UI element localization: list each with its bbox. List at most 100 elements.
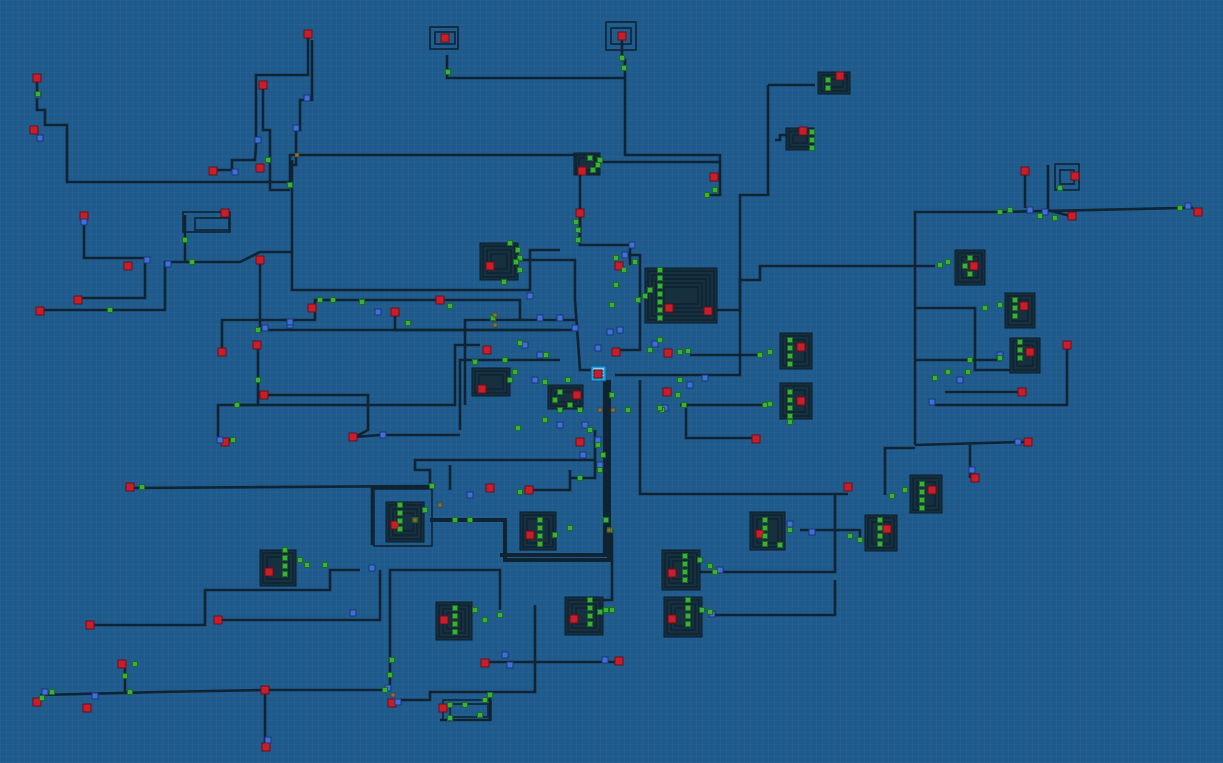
port-icon[interactable] — [600, 452, 606, 458]
port-icon[interactable] — [447, 702, 453, 708]
port-icon[interactable] — [657, 307, 663, 313]
port-icon[interactable] — [787, 419, 793, 425]
port-icon[interactable] — [587, 621, 593, 627]
logic-block-h[interactable] — [779, 332, 813, 370]
port-icon[interactable] — [787, 345, 793, 351]
port-icon[interactable] — [945, 259, 951, 265]
port-icon[interactable] — [472, 607, 478, 613]
port-icon[interactable] — [677, 377, 683, 383]
connector-icon[interactable] — [216, 436, 224, 444]
connector-icon[interactable] — [379, 431, 387, 439]
connector-icon[interactable] — [556, 314, 564, 322]
connector-icon[interactable] — [164, 260, 172, 268]
terminal-icon[interactable] — [575, 437, 585, 447]
port-icon[interactable] — [575, 237, 581, 243]
connector-icon[interactable] — [536, 351, 544, 359]
port-icon[interactable] — [517, 255, 523, 261]
port-icon[interactable] — [577, 475, 583, 481]
port-icon[interactable] — [681, 402, 687, 408]
port-icon[interactable] — [657, 275, 663, 281]
port-icon[interactable] — [537, 541, 543, 547]
connector-icon[interactable] — [303, 94, 311, 102]
port-icon[interactable] — [967, 255, 973, 261]
connector-icon[interactable] — [808, 528, 816, 536]
port-icon[interactable] — [587, 605, 593, 611]
connector-icon[interactable] — [264, 736, 272, 744]
port-icon[interactable] — [322, 562, 328, 568]
port-icon[interactable] — [1012, 313, 1018, 319]
terminal-icon[interactable] — [572, 390, 582, 400]
port-icon[interactable] — [389, 657, 395, 663]
port-icon[interactable] — [657, 405, 663, 411]
terminal-icon[interactable] — [439, 615, 449, 625]
connector-icon[interactable] — [531, 376, 539, 384]
connector-icon[interactable] — [374, 308, 382, 316]
port-icon[interactable] — [682, 553, 688, 559]
port-icon[interactable] — [762, 533, 768, 539]
port-icon[interactable] — [537, 517, 543, 523]
connector-icon[interactable] — [594, 344, 602, 352]
port-icon[interactable] — [787, 389, 793, 395]
port-icon[interactable] — [762, 541, 768, 547]
port-icon[interactable] — [767, 349, 773, 355]
port-icon[interactable] — [482, 697, 488, 703]
wire-trunk-vertical[interactable] — [430, 380, 611, 562]
port-icon[interactable] — [282, 547, 288, 553]
terminal-icon[interactable] — [261, 742, 271, 752]
port-icon[interactable] — [507, 240, 513, 246]
port-icon[interactable] — [625, 407, 631, 413]
terminal-icon[interactable] — [709, 172, 719, 182]
port-icon[interactable] — [767, 401, 773, 407]
port-icon[interactable] — [642, 293, 648, 299]
terminal-icon[interactable] — [662, 387, 672, 397]
port-icon[interactable] — [567, 402, 573, 408]
connector-icon[interactable] — [701, 374, 709, 382]
port-icon[interactable] — [613, 282, 619, 288]
port-icon[interactable] — [515, 425, 521, 431]
port-icon[interactable] — [712, 187, 718, 193]
port-icon[interactable] — [632, 259, 638, 265]
terminal-icon[interactable] — [123, 261, 133, 271]
terminal-icon[interactable] — [798, 126, 808, 136]
connector-icon[interactable] — [286, 318, 294, 326]
terminal-icon[interactable] — [614, 656, 624, 666]
port-icon[interactable] — [967, 357, 973, 363]
port-icon[interactable] — [557, 407, 563, 413]
port-icon[interactable] — [877, 517, 883, 523]
port-icon[interactable] — [889, 493, 895, 499]
connector-icon[interactable] — [606, 328, 614, 336]
port-icon[interactable] — [1037, 213, 1043, 219]
port-icon[interactable] — [447, 715, 453, 721]
port-icon[interactable] — [452, 517, 458, 523]
port-icon[interactable] — [1057, 185, 1063, 191]
port-icon[interactable] — [397, 518, 403, 524]
terminal-icon[interactable] — [969, 261, 979, 271]
port-icon[interactable] — [647, 347, 653, 353]
terminal-icon[interactable] — [260, 685, 270, 695]
connector-icon[interactable] — [143, 256, 151, 264]
connector-icon[interactable] — [261, 324, 269, 332]
port-icon[interactable] — [447, 303, 453, 309]
port-icon[interactable] — [609, 392, 615, 398]
port-icon[interactable] — [512, 369, 518, 375]
port-icon[interactable] — [809, 145, 815, 151]
port-icon[interactable] — [595, 162, 601, 168]
port-icon[interactable] — [997, 355, 1003, 361]
port-icon[interactable] — [502, 357, 508, 363]
terminal-icon[interactable] — [258, 80, 268, 90]
port-icon[interactable] — [762, 402, 768, 408]
port-icon[interactable] — [359, 299, 365, 305]
connector-icon[interactable] — [91, 692, 99, 700]
terminal-icon[interactable] — [485, 483, 495, 493]
terminal-icon[interactable] — [255, 163, 265, 173]
port-icon[interactable] — [515, 247, 521, 253]
port-icon[interactable] — [452, 605, 458, 611]
port-icon[interactable] — [635, 297, 641, 303]
wire-trunk-vertical-2[interactable] — [500, 380, 607, 557]
terminal-icon[interactable] — [440, 33, 450, 43]
port-icon[interactable] — [573, 219, 579, 225]
port-icon[interactable] — [657, 315, 663, 321]
port-icon[interactable] — [287, 182, 293, 188]
terminal-icon[interactable] — [82, 703, 92, 713]
